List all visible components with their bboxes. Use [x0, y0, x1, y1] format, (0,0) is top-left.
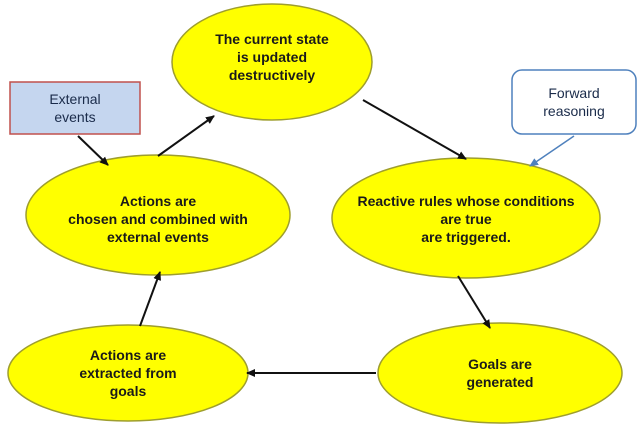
external-events-box [9, 81, 141, 135]
external-events-label: External events [49, 90, 101, 125]
arrow-state-to-reactive [362, 99, 467, 160]
forward-reasoning-box [511, 69, 637, 135]
goals-generated-label: Goals are generated [466, 355, 534, 390]
state-update-ellipse [171, 3, 373, 121]
actions-extracted-label: Actions are extracted from goals [79, 346, 177, 400]
reactive-rules-label: Reactive rules whose conditions are true… [357, 192, 575, 246]
forward-reasoning-label: Forward reasoning [543, 84, 605, 119]
arrow-chosen-to-state [157, 115, 215, 157]
arrow-external-events [77, 135, 109, 166]
actions-chosen-label: Actions are chosen and combined with ext… [68, 192, 248, 246]
goals-generated-ellipse [377, 322, 623, 424]
state-update-label: The current state is updated destructive… [215, 30, 329, 84]
arrow-extracted-to-chosen [139, 271, 161, 327]
arrow-reactive-to-goals [457, 275, 491, 329]
arrow-forward-reasoning [529, 135, 575, 167]
